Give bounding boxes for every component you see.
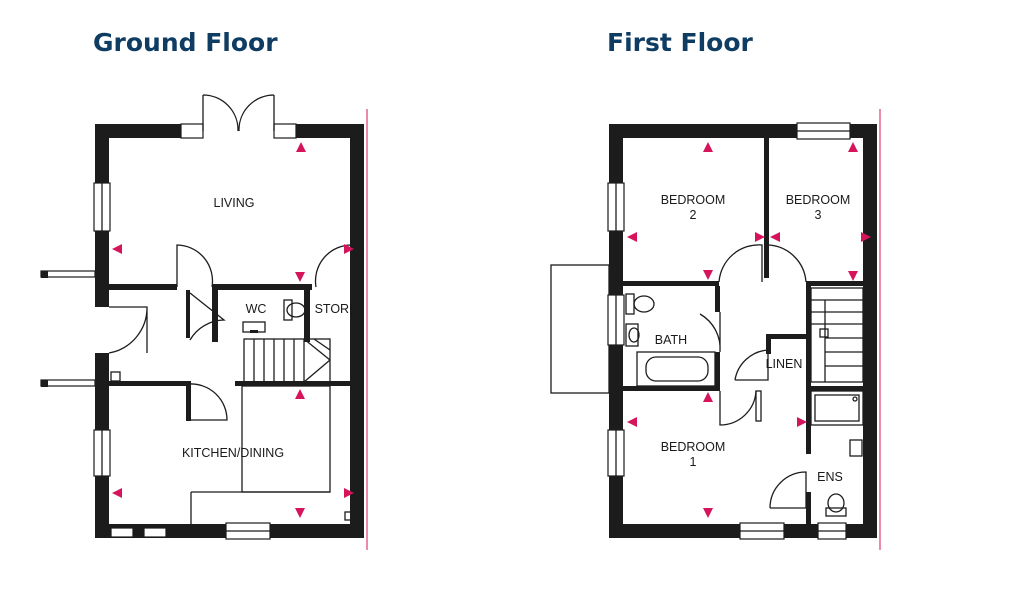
- room-label-ens: ENS: [817, 470, 843, 484]
- measurement-arrow-icon: [295, 389, 305, 399]
- measurement-arrow-icon: [848, 142, 858, 152]
- first-floor-plan: BEDROOM 2 BEDROOM 3 BATH LINEN BEDROOM 1…: [550, 109, 881, 550]
- room-label-bath: BATH: [655, 333, 687, 347]
- bath-icon: [636, 351, 716, 387]
- ground-floor-title: Ground Floor: [93, 28, 278, 57]
- first-floor-internal-walls: [623, 138, 863, 524]
- measurement-arrow-icon: [797, 417, 807, 427]
- measurement-arrow-icon: [755, 232, 765, 242]
- room-label-linen: LINEN: [766, 357, 803, 371]
- ground-floor-external-walls: [40, 124, 364, 538]
- measurement-arrow-icon: [703, 270, 713, 280]
- staircase-icon: [243, 338, 331, 383]
- measurement-arrow-icon: [295, 508, 305, 518]
- door-swing-icon: [699, 244, 807, 509]
- staircase-icon: [810, 287, 864, 383]
- room-label-kitchen-dining: KITCHEN/DINING: [182, 446, 284, 460]
- room-label-store: STORE: [315, 302, 358, 316]
- room-label-bedroom-2: BEDROOM: [661, 193, 726, 207]
- shower-tray-icon: [810, 390, 864, 426]
- room-label-wc: WC: [246, 302, 267, 316]
- door-swing-icon: [108, 244, 353, 421]
- measurement-arrow-icon: [848, 271, 858, 281]
- basin-icon: [242, 321, 266, 333]
- measurement-arrow-icon: [112, 488, 122, 498]
- measurement-arrow-icon: [627, 232, 637, 242]
- measurement-arrow-icon: [861, 232, 871, 242]
- room-label-bedroom-3: BEDROOM: [786, 193, 851, 207]
- room-label-bedroom-3-number: 3: [815, 208, 822, 222]
- measurement-arrow-icon: [112, 244, 122, 254]
- toilet-icon: [283, 299, 306, 321]
- room-label-living: LIVING: [214, 196, 255, 210]
- room-label-bedroom-1-number: 1: [690, 455, 697, 469]
- toilet-icon: [625, 293, 847, 517]
- room-label-bedroom-1: BEDROOM: [661, 440, 726, 454]
- measurement-arrow-icon: [295, 272, 305, 282]
- room-label-bedroom-2-number: 2: [690, 208, 697, 222]
- window-icon: [93, 182, 271, 540]
- measurement-arrow-icon: [703, 392, 713, 402]
- ground-floor-plan: LIVING WC STORE KITCHEN/DINING: [40, 94, 368, 550]
- measurement-arrow-icon: [703, 508, 713, 518]
- measurement-arrow-icon: [296, 142, 306, 152]
- window-icon: [607, 122, 851, 540]
- measurement-arrow-icon: [627, 417, 637, 427]
- dimension-markers: [112, 142, 871, 518]
- first-floor-title: First Floor: [607, 28, 753, 57]
- measurement-arrow-icon: [344, 488, 354, 498]
- basin-icon: [625, 323, 863, 457]
- door-swing-icon: [180, 94, 297, 139]
- measurement-arrow-icon: [770, 232, 780, 242]
- measurement-arrow-icon: [703, 142, 713, 152]
- measurement-arrow-icon: [344, 244, 354, 254]
